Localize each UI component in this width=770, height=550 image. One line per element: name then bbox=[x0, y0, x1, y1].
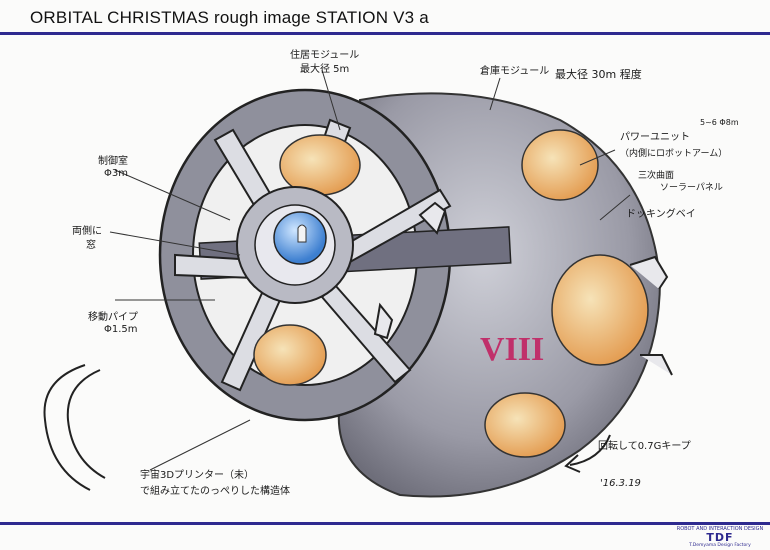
printer-label-1: 宇宙3Dプリンター（未） bbox=[140, 470, 255, 481]
logo-tagline: ROBOT AND INTERACTION DESIGN bbox=[676, 526, 764, 532]
moving-pipe-label-1: 移動パイプ bbox=[88, 312, 138, 323]
living-module-label: 住居モジュール bbox=[290, 50, 360, 61]
window-label-2: 窓 bbox=[86, 240, 96, 251]
storage-module-label: 倉庫モジュール bbox=[480, 66, 550, 77]
tdf-logo: ROBOT AND INTERACTION DESIGN TDF T.Demya… bbox=[676, 526, 764, 548]
logo-mark: TDF bbox=[706, 531, 734, 544]
moving-pipe-label-2: Φ1.5m bbox=[104, 324, 138, 335]
window-label-1: 両側に bbox=[72, 226, 102, 237]
living-modules bbox=[253, 134, 361, 386]
printer-label-2: で組み立てたのっぺりした構造体 bbox=[140, 486, 290, 497]
power-unit-label: パワーユニット bbox=[620, 132, 690, 143]
signature-date: '16.3.19 bbox=[600, 478, 641, 489]
docking-bay-label: ドッキングベイ bbox=[626, 209, 696, 220]
logo-sub: T.Demyama Design Factory bbox=[689, 543, 751, 548]
power-unit-size-label: 5~6 Φ8m bbox=[700, 118, 739, 127]
max-diameter-label: 最大径 30m 程度 bbox=[555, 68, 642, 81]
inner-robot-arm-label: （内側にロボットアーム） bbox=[620, 149, 728, 159]
page-title: ORBITAL CHRISTMAS rough image STATION V3… bbox=[30, 8, 429, 27]
control-room-hub bbox=[236, 186, 354, 304]
robot-arms bbox=[373, 201, 673, 376]
solar-panel-label-2: ソーラーパネル bbox=[660, 183, 723, 193]
neighbor-ring-segment bbox=[43, 364, 106, 491]
rotation-arrow-icon bbox=[564, 434, 611, 473]
solar-panel-label-1: 三次曲面 bbox=[638, 171, 675, 181]
top-rule bbox=[0, 32, 770, 35]
gravity-label: 回転して0.7Gキープ bbox=[598, 441, 691, 452]
bottom-rule bbox=[0, 522, 770, 525]
power-unit-panels bbox=[484, 129, 649, 458]
leader-lines bbox=[109, 69, 631, 471]
control-room-label-2: Φ3m bbox=[104, 168, 128, 179]
control-room-label-1: 制御室 bbox=[98, 156, 128, 167]
hull-numeral: VIII bbox=[480, 331, 544, 368]
living-module-size-label: 最大径 5m bbox=[300, 64, 350, 75]
